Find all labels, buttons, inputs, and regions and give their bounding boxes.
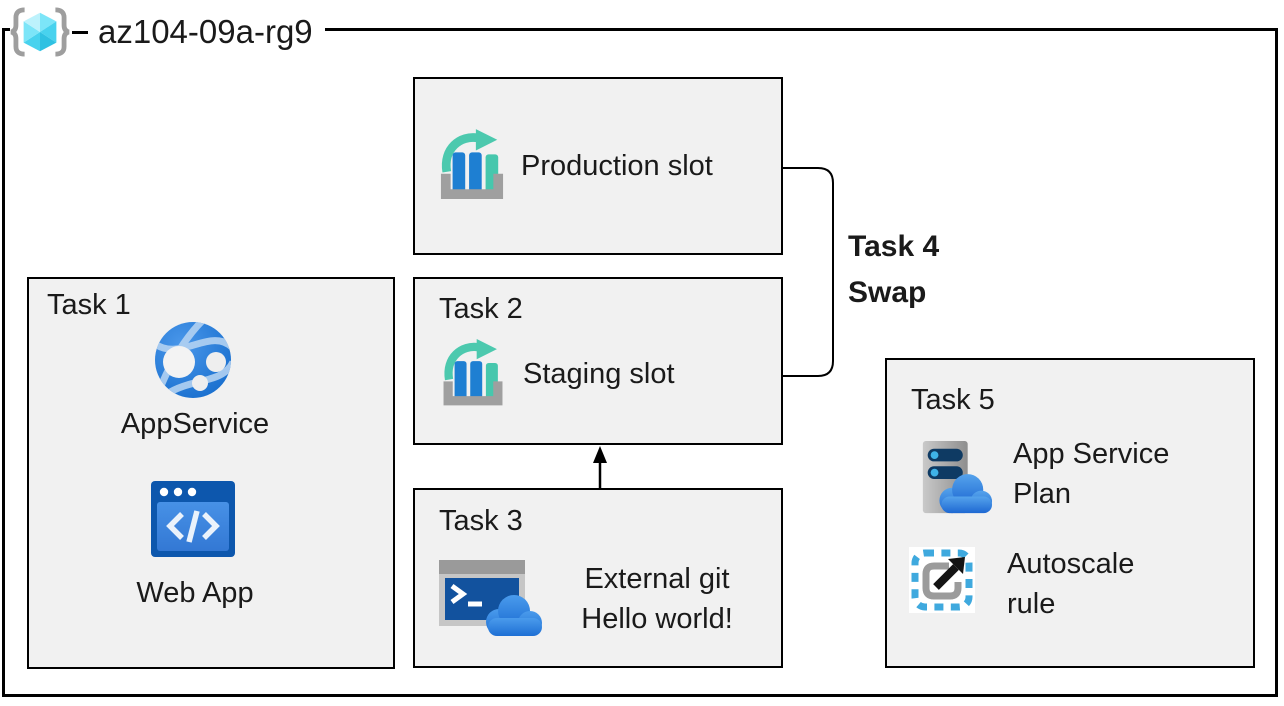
autoscale-label-line1: Autoscale <box>1007 548 1135 580</box>
resource-group-name: az104-09a-rg9 <box>98 13 313 50</box>
task1-title: Task 1 <box>47 289 131 321</box>
external-git-label: External git <box>584 563 730 595</box>
resource-group-label: az104-09a-rg9 <box>10 4 325 60</box>
app-service-label: AppService <box>120 408 270 440</box>
autoscale-label-line2: rule <box>1007 588 1056 620</box>
resource-group-boundary <box>2 28 1278 697</box>
app-service-plan-icon <box>922 440 993 514</box>
cloud-shell-icon <box>439 560 542 636</box>
task1-box: Task 1 AppService <box>27 277 395 669</box>
deploy-arrow-icon <box>593 446 607 488</box>
hello-world-label: Hello world! <box>581 603 733 635</box>
deployment-slots-icon <box>440 129 504 199</box>
staging-slot-label: Staging slot <box>523 357 675 390</box>
swap-connector-bracket <box>783 167 834 377</box>
web-app-label: Web App <box>136 577 254 609</box>
task2-title: Task 2 <box>439 293 523 325</box>
task5-box: Task 5 <box>885 358 1255 668</box>
autoscale-rule-item: Autoscale rule <box>909 544 1134 624</box>
production-slot-box: Production slot <box>413 77 783 255</box>
autoscale-icon <box>909 547 975 613</box>
app-service-plan-label-line1: App Service <box>1013 438 1170 470</box>
web-app-icon <box>151 481 235 557</box>
task3-title: Task 3 <box>439 505 523 537</box>
app-service-plan-label-line2: Plan <box>1013 478 1072 510</box>
app-service-icon <box>155 322 231 398</box>
task3-box: Task 3 <box>413 488 783 668</box>
task2-box: Task 2 Staging slot <box>413 277 783 445</box>
task4-title: Task 4 <box>848 230 940 263</box>
task5-title: Task 5 <box>911 384 995 416</box>
resource-group-icon <box>10 7 70 57</box>
deployment-slots-icon <box>443 339 503 406</box>
production-slot-label: Production slot <box>521 149 713 182</box>
border-dash <box>72 30 88 34</box>
task4-action: Swap <box>848 276 927 309</box>
app-service-plan-item: App Service Plan <box>917 434 1169 518</box>
task4-label: Task 4 Swap <box>848 224 939 316</box>
